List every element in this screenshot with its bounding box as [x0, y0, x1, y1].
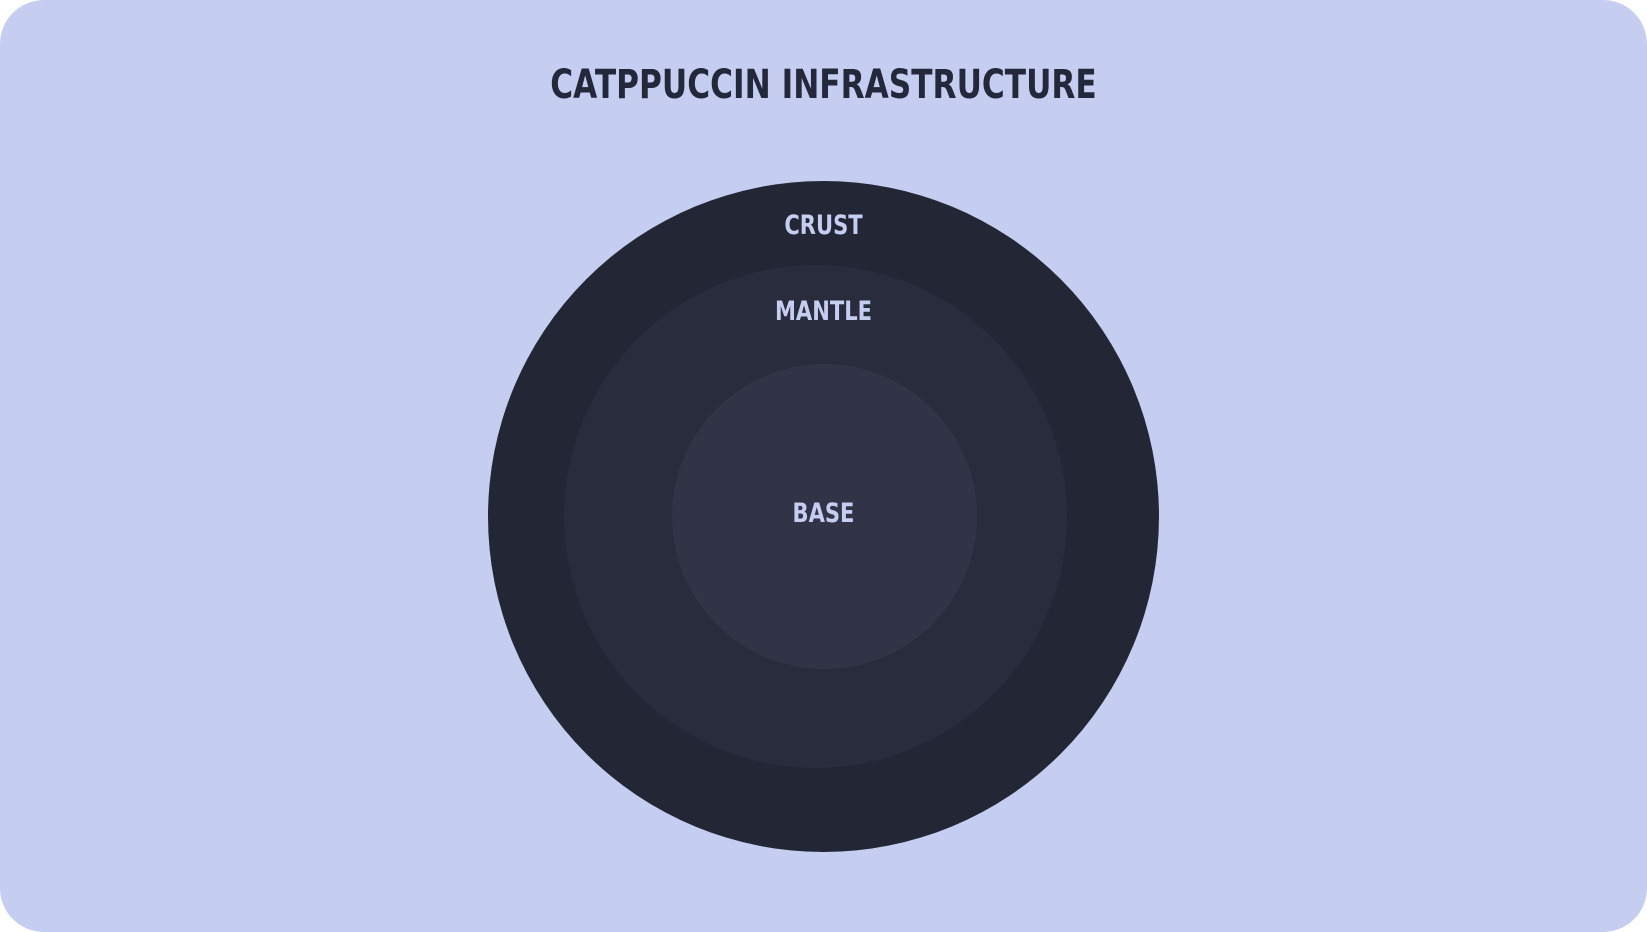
base-label: BASE	[792, 498, 855, 529]
base-layer	[672, 364, 977, 669]
crust-label: CRUST	[784, 210, 863, 241]
mantle-label: MANTLE	[774, 296, 873, 327]
page-title: CATPPUCCIN INFRASTRUCTURE	[550, 62, 1097, 108]
